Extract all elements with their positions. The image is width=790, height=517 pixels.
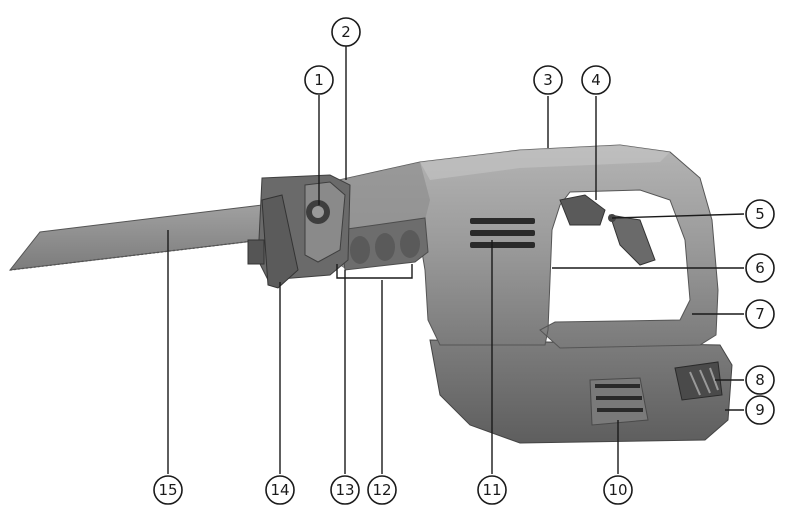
callout-7: 7	[745, 299, 775, 329]
callout-number: 7	[755, 305, 765, 323]
trigger-switch	[559, 194, 656, 266]
callout-13: 13	[330, 475, 360, 505]
callout-number: 13	[335, 481, 354, 499]
callout-number: 3	[543, 71, 553, 89]
grip-zone	[339, 217, 429, 271]
callout-1: 1	[304, 65, 334, 95]
callout-4: 4	[581, 65, 611, 95]
callout-number: 6	[755, 259, 765, 277]
callout-10: 10	[603, 475, 633, 505]
callout-15: 15	[153, 475, 183, 505]
callout-number: 8	[755, 371, 765, 389]
callout-6: 6	[745, 253, 775, 283]
callout-number: 10	[608, 481, 627, 499]
callout-11: 11	[477, 475, 507, 505]
callout-number: 9	[755, 401, 765, 419]
ventilation-slots	[470, 218, 535, 248]
callout-number: 2	[341, 23, 351, 41]
callout-5: 5	[745, 199, 775, 229]
callout-number: 11	[482, 481, 501, 499]
saw-blade	[8, 204, 269, 271]
callout-2: 2	[331, 17, 361, 47]
callout-14: 14	[265, 475, 295, 505]
callout-number: 14	[270, 481, 289, 499]
callout-9: 9	[745, 395, 775, 425]
callout-number: 15	[158, 481, 177, 499]
callout-3: 3	[533, 65, 563, 95]
shoe-and-clamp	[247, 174, 351, 289]
callout-number: 1	[314, 71, 324, 89]
callout-number: 5	[755, 205, 765, 223]
battery-release-button	[674, 361, 723, 401]
callout-number: 4	[591, 71, 601, 89]
callout-12: 12	[367, 475, 397, 505]
callout-8: 8	[745, 365, 775, 395]
leader-lines	[167, 46, 745, 474]
battery-pack	[429, 339, 733, 444]
battery-charge-indicator	[589, 377, 649, 426]
callout-number: 12	[372, 481, 391, 499]
